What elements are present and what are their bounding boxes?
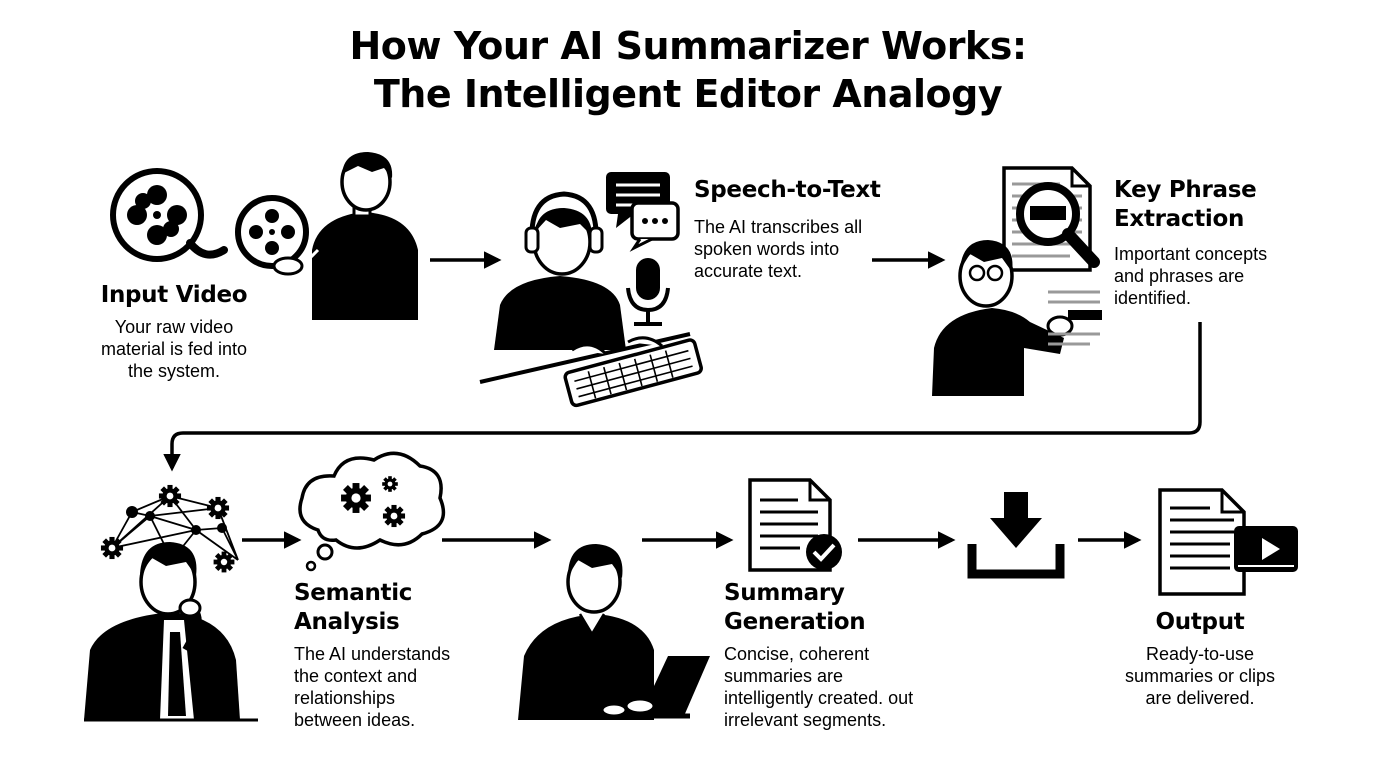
step-5-description: Concise, coherent summaries are intellig…	[724, 643, 964, 731]
step-1-description: Your raw video material is fed into the …	[74, 316, 274, 382]
step-5-heading-line: Summary	[724, 580, 845, 606]
step-4-description-line: the context and	[294, 666, 418, 686]
thinking-person-icon	[84, 542, 258, 722]
step-2-heading: Speech-to-Text	[694, 176, 914, 205]
step-4-description-line: relationships	[294, 688, 396, 708]
step-1-heading-line: Input Video	[100, 282, 248, 308]
laptop-person-icon	[518, 544, 710, 720]
step-6-description-line: summaries or clips	[1124, 666, 1276, 686]
step-2-heading-line: Speech-to-Text	[694, 177, 881, 203]
thought-cloud-gears-icon	[298, 451, 446, 572]
step-6-heading-line: Output	[1155, 609, 1245, 635]
page-title: How Your AI Summarizer Works: The Intell…	[0, 22, 1376, 118]
step-5-description-line: irrelevant segments.	[724, 710, 887, 730]
document-magnifier-icon	[1002, 166, 1100, 272]
step-5-heading: Summary Generation	[724, 579, 944, 637]
network-gears-icon	[100, 484, 239, 573]
step-1-heading: Input Video	[84, 281, 264, 310]
arrow-wrap	[163, 322, 1202, 472]
flow-arrows	[163, 251, 1202, 549]
step-5-description-line: Concise, coherent	[724, 644, 870, 664]
step-3-description-line: Important concepts	[1114, 244, 1268, 264]
person-holding-reel-icon	[235, 152, 418, 320]
headset-person-icon	[479, 191, 703, 408]
step-1-description-line: Your raw video	[114, 317, 234, 337]
document-video-icon	[1158, 488, 1298, 596]
title-line-1: How Your AI Summarizer Works:	[349, 24, 1027, 68]
step-3-heading: Key Phrase Extraction	[1114, 176, 1314, 234]
step-2-description: The AI transcribes all spoken words into…	[694, 216, 894, 282]
step-3-heading-line: Extraction	[1114, 206, 1245, 232]
title-line-2: The Intelligent Editor Analogy	[373, 72, 1003, 116]
film-reel-icon	[110, 168, 228, 262]
step-2-description-line: The AI transcribes all	[694, 217, 863, 237]
step-3-heading-line: Key Phrase	[1114, 177, 1257, 203]
step-4-description: The AI understands the context and relat…	[294, 643, 494, 731]
step-3-description-line: identified.	[1114, 288, 1192, 308]
microphone-icon	[626, 258, 670, 326]
step-5-description-line: intelligently created. out	[724, 688, 914, 708]
step-4-description-line: The AI understands	[294, 644, 451, 664]
step-5-description-line: summaries are	[724, 666, 844, 686]
step-6-description-line: are delivered.	[1145, 688, 1255, 708]
download-icon	[967, 492, 1065, 579]
step-1-description-line: material is fed into	[100, 339, 248, 359]
step-4-heading-line: Semantic	[294, 580, 413, 606]
pointing-person-icon	[932, 240, 1102, 396]
step-6-heading: Output	[1110, 608, 1290, 637]
step-1-description-line: the system.	[127, 361, 221, 381]
chat-bubbles-icon	[606, 172, 680, 252]
step-4-description-line: between ideas.	[294, 710, 416, 730]
step-3-description-line: and phrases are	[1114, 266, 1245, 286]
step-2-description-line: accurate text.	[694, 261, 803, 281]
step-3-description: Important concepts and phrases are ident…	[1114, 243, 1314, 309]
step-6-description-line: Ready-to-use	[1145, 644, 1255, 664]
step-2-description-line: spoken words into	[694, 239, 840, 259]
step-6-description: Ready-to-use summaries or clips are deli…	[1100, 643, 1300, 709]
step-4-heading: Semantic Analysis	[294, 579, 494, 637]
step-4-heading-line: Analysis	[294, 609, 400, 635]
step-5-heading-line: Generation	[724, 609, 866, 635]
document-check-icon	[748, 478, 842, 572]
